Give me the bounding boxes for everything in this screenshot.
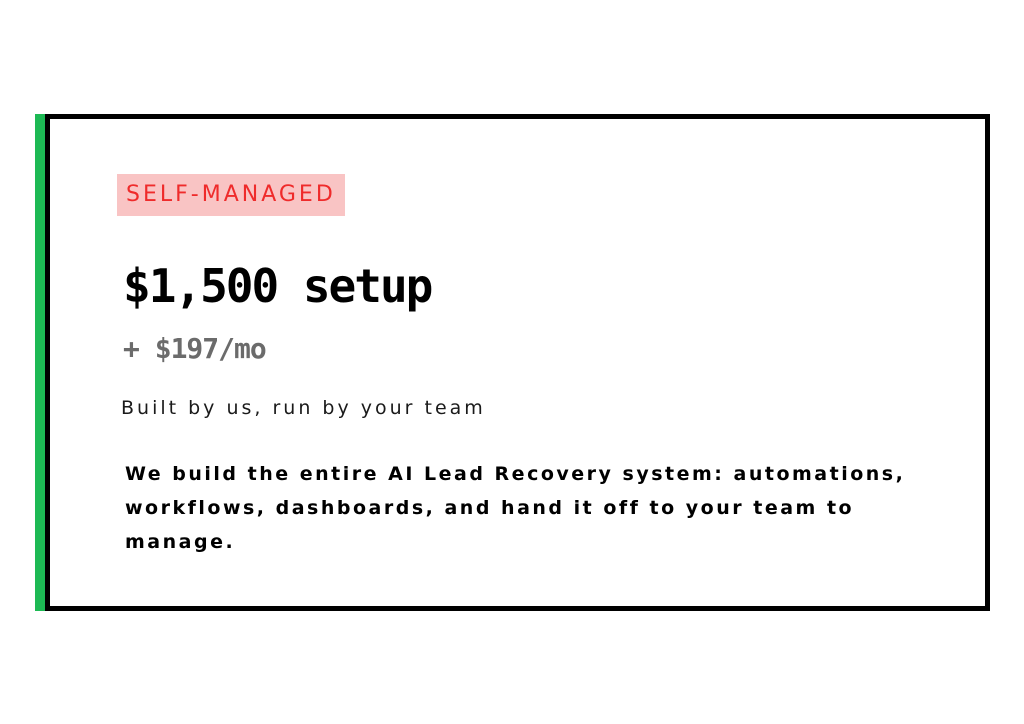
pricing-card: SELF-MANAGED $1,500 setup + $197/mo Buil… <box>35 114 990 611</box>
monthly-price: + $197/mo <box>123 332 267 365</box>
setup-price: $1,500 setup <box>123 259 433 313</box>
plan-tagline: Built by us, run by your team <box>121 397 486 419</box>
plan-badge: SELF-MANAGED <box>117 174 345 216</box>
plan-description: We build the entire AI Lead Recovery sys… <box>125 463 906 553</box>
card-accent-bar <box>35 114 50 611</box>
